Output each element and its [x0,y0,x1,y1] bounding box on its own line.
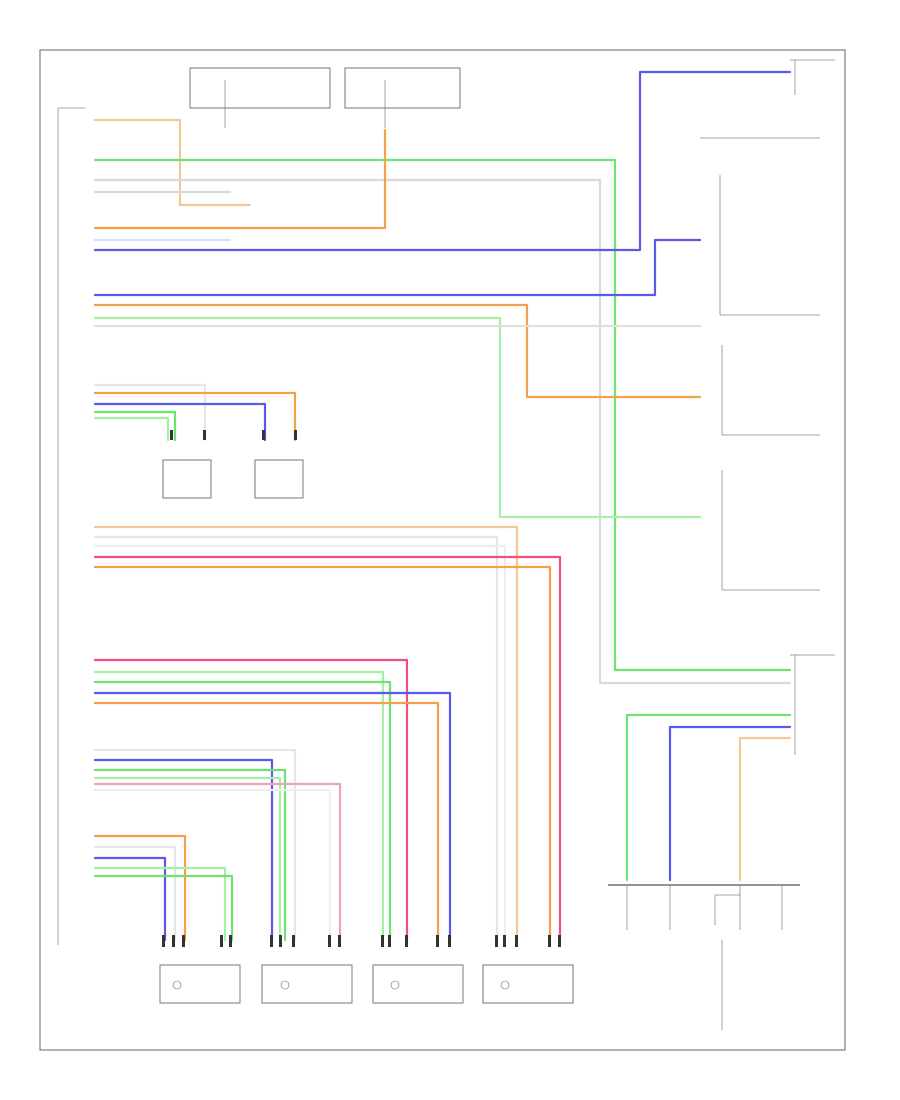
wire-light-6a [93,748,297,942]
wire-green-6b [93,776,282,942]
sensor-box-left [162,459,212,499]
wire-green-7a [93,866,227,942]
wire-orange-4b [93,565,552,942]
diagram-border [39,49,846,1051]
lower-right-module [790,654,835,755]
wire-orange-5 [93,701,440,942]
wire-green-3a [93,410,177,442]
wire-light-4b [93,544,507,942]
wire-orange-top [93,118,252,207]
wire-green-main [93,316,702,519]
wire-orange-7 [93,834,187,942]
fuse-box-right [344,67,461,128]
wire-blue-6 [93,758,274,942]
wire-red-5 [93,658,409,942]
wire-orange-lr [738,736,792,882]
motor-3 [372,964,464,1004]
wire-green-lr [625,713,792,882]
wire-gray-1 [93,178,792,685]
motor-2 [261,964,353,1004]
wire-blue-main [93,238,702,297]
wire-green-top [93,158,792,672]
fuse-box-left [189,67,331,128]
wire-blue-5 [93,691,452,942]
motor-4 [482,964,574,1004]
wire-red-6 [93,782,342,942]
wire-light-3a [93,383,207,442]
wire-green-7b [93,874,234,942]
wire-green-3b [93,416,170,442]
top-right-connector [790,59,835,95]
wire-red-4 [93,555,562,942]
switch-module-middle [721,345,820,436]
switch-module-lower [721,470,820,591]
wire-green-6a [93,768,287,942]
wire-orange-main [93,303,702,399]
connector-pins-bottom [162,430,561,947]
wire-blue-7 [93,856,167,942]
wire-blue-lr [668,725,792,882]
switch-module-top [700,137,820,316]
wire-blue-top [93,70,792,252]
wire-light-6b [93,788,332,942]
wire-orange-fuse [93,128,387,230]
wire-green-5a [93,670,385,942]
ground-bus [608,884,800,1030]
wire-orange-4a [93,525,519,942]
wire-green-5b [93,680,392,942]
motor-1 [159,964,241,1004]
wire-blue-3 [93,402,267,442]
wire-light-4a [93,535,499,942]
wire-light-7 [93,845,177,942]
sensor-box-right [254,459,304,499]
wire-orange-3 [93,391,297,442]
left-harness-bracket [57,107,85,945]
